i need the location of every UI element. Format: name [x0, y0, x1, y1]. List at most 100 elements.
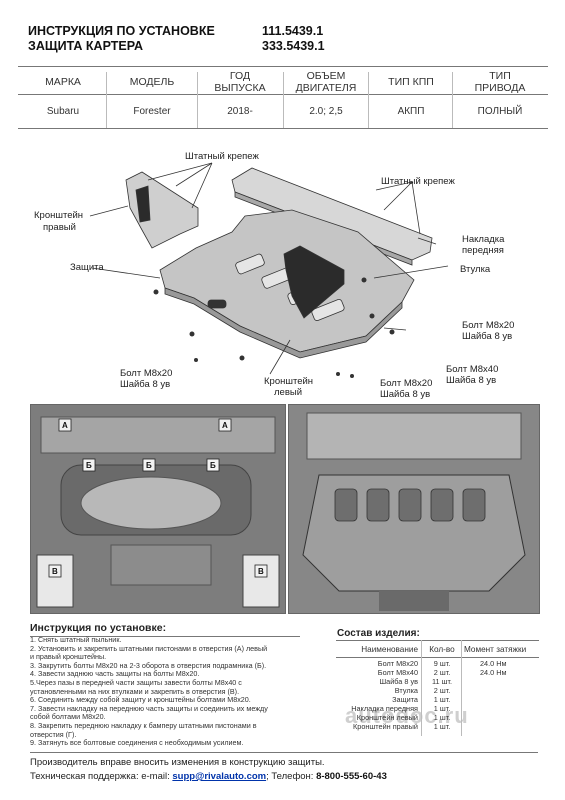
photo-label-b: Б — [210, 461, 216, 470]
footer-support: Техническая поддержка: e-mail: supp@riva… — [30, 771, 387, 782]
engine-value: 2.0; 2,5 — [309, 106, 343, 117]
callout-bolt-m8x40-1: Болт M8x40 — [446, 364, 499, 375]
composition-header-name: Наименование — [361, 645, 418, 654]
col-year-head-2: ВЫПУСКА — [214, 82, 266, 94]
composition-item-name: Втулка — [394, 686, 418, 695]
composition-title: Состав изделия: — [337, 628, 420, 639]
composition-rule-top — [336, 640, 539, 641]
composition-item-qty: 11 шт. — [431, 677, 453, 686]
model-value: Forester — [133, 106, 171, 117]
support-email-link[interactable]: supp@rivalauto.com — [172, 771, 267, 782]
instruction-step: установленными на них втулками и закрепи… — [30, 686, 240, 696]
exploded-diagram — [89, 162, 449, 378]
composition-item-qty: 1 шт. — [433, 722, 451, 731]
photo-label-a: А — [222, 421, 228, 430]
year-value: 2018- — [227, 106, 253, 117]
phone-label: ; Телефон: — [266, 771, 317, 782]
photo-underbody-stock: А А Б Б Б В В — [30, 404, 286, 614]
instruction-title: ИНСТРУКЦИЯ ПО УСТАНОВКЕ — [28, 24, 215, 38]
composition-item-qty: 1 шт. — [433, 713, 451, 722]
instruction-step: 6. Соединить между собой защиту и кроншт… — [30, 695, 251, 705]
gearbox-value: АКПП — [397, 106, 425, 117]
col-model-head: МОДЕЛЬ — [129, 76, 175, 88]
instruction-step: отверстия (Г). — [30, 729, 77, 739]
photo-label-b: Б — [86, 461, 92, 470]
col-year-head-1: ГОД — [229, 70, 251, 82]
composition-rule-mid — [336, 657, 539, 658]
composition-item-qty: 9 шт. — [433, 659, 451, 668]
footer-disclaimer: Производитель вправе вносить изменения в… — [30, 757, 325, 768]
col-engine-head-1: ОБЪЕМ — [306, 70, 346, 82]
composition-header-qty: Кол-во — [429, 645, 455, 654]
composition-col-divider — [421, 640, 422, 736]
instruction-step: 4. Завести заднюю часть защиты на болты … — [30, 669, 200, 679]
callout-bolt-m8x20-a-2: Шайба 8 ув — [462, 331, 513, 342]
callout-guard: Защита — [70, 262, 104, 273]
composition-col-divider — [461, 640, 462, 736]
callout-front-cover-1: Накладка — [462, 234, 505, 245]
drive-value: ПОЛНЫЙ — [477, 106, 523, 117]
composition-item-name: Кронштейн правый — [353, 722, 418, 731]
composition-item-name: Накладка передняя — [351, 704, 418, 713]
footer-rule — [30, 752, 538, 753]
watermark: autodoc.ru — [345, 703, 469, 728]
photo-underbody-installed — [288, 404, 540, 614]
col-engine-head-2: ДВИГАТЕЛЯ — [295, 82, 357, 94]
product-title: ЗАЩИТА КАРТЕРА — [28, 39, 143, 53]
callout-bolt-m8x20-a-1: Болт M8x20 — [462, 320, 515, 331]
photo-label-v: В — [258, 567, 264, 576]
callout-bracket-left-1: Кронштейн — [264, 376, 314, 387]
composition-item-torque: 24.0 Нм — [480, 659, 507, 668]
col-make-head: МАРКА — [45, 76, 81, 88]
make-value: Subaru — [46, 106, 80, 117]
bracket-left-shape — [283, 245, 345, 319]
composition-item-name: Кронштейн левый — [356, 713, 418, 722]
col-gearbox-head: ТИП КПП — [388, 76, 434, 88]
col-drive-head-1: ТИП — [489, 70, 511, 82]
instructions-title: Инструкция по установке: — [30, 622, 167, 634]
callout-bolt-m8x20-b-1: Болт M8x20 — [120, 368, 173, 379]
instruction-step: 1. Снять штатный пыльник. — [30, 635, 122, 644]
composition-item-name: Болт M8x40 — [377, 668, 418, 677]
instruction-step: 7. Завести накладку на переднюю часть за… — [30, 703, 268, 713]
composition-item-name: Шайба 8 ув — [379, 677, 418, 686]
callout-bolt-m8x20-c-2: Шайба 8 ув — [380, 389, 431, 400]
callout-bracket-left-2: левый — [274, 387, 303, 398]
callout-bolt-m8x20-b-2: Шайба 8 ув — [120, 379, 171, 390]
composition-item-name: Защита — [392, 695, 418, 704]
table-bottom-rule — [18, 128, 548, 129]
composition-item-qty: 1 шт. — [433, 695, 451, 704]
table-top-rule — [18, 66, 548, 67]
instruction-step: 5.Через пазы в передней части защиты зав… — [30, 678, 242, 687]
composition-item-qty: 1 шт. — [433, 704, 451, 713]
callout-bracket-right-2: правый — [43, 222, 76, 233]
col-divider — [452, 72, 453, 128]
composition-header-torque: Момент затяжки — [464, 645, 527, 654]
callout-bolt-m8x40-2: Шайба 8 ув — [446, 375, 497, 386]
callout-front-cover-2: передняя — [462, 245, 504, 256]
product-code-2: 333.5439.1 — [262, 39, 325, 53]
callout-bushing: Втулка — [460, 264, 491, 275]
instruction-step: 8. Закрепить переднюю накладку к бамперу… — [30, 721, 257, 730]
callout-bolt-m8x20-c-1: Болт M8x20 — [380, 378, 433, 389]
support-label: Техническая поддержка: e-mail: — [30, 771, 173, 782]
instruction-step: и правый кронштейны. — [30, 652, 107, 662]
col-divider — [106, 72, 107, 128]
instruction-step: 2. Установить и закрепить штатными писто… — [30, 643, 268, 653]
instructions-rule — [30, 636, 300, 637]
callout-bracket-right-1: Кронштейн — [34, 210, 84, 221]
col-divider — [197, 72, 198, 128]
instruction-step: 9. Затянуть все болтовые соединения с не… — [30, 738, 244, 748]
photo-label-v: В — [52, 567, 58, 576]
instruction-step: собой болтами M8x20. — [30, 712, 106, 722]
bracket-right-shape — [125, 171, 199, 249]
col-divider — [368, 72, 369, 128]
col-drive-head-2: ПРИВОДА — [474, 82, 526, 94]
product-code-1: 111.5439.1 — [262, 24, 324, 38]
photo-label-a: А — [62, 421, 68, 430]
composition-item-qty: 2 шт. — [433, 668, 451, 677]
instruction-step: 3. Закрутить болты M8x20 на 2-3 оборота … — [30, 660, 267, 670]
composition-item-torque: 24.0 Нм — [480, 668, 507, 677]
support-phone: 8-800-555-60-43 — [316, 771, 387, 782]
callout-std-fastener-1: Штатный крепеж — [185, 151, 259, 162]
